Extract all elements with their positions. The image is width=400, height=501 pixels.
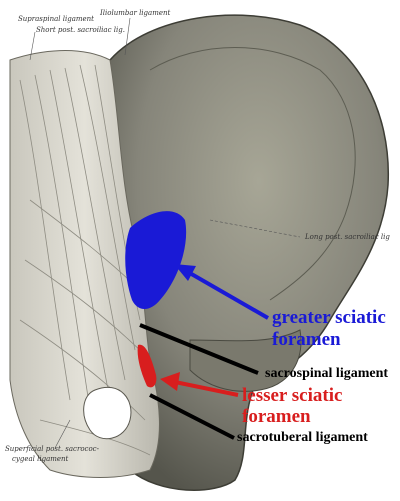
label-superficial-post-sacrococcygeal-2: cygeal ligament [12, 455, 69, 463]
label-sacrotuberal-ligament: sacrotuberal ligament [237, 430, 368, 445]
ilium-contour [149, 47, 356, 301]
greater-sciatic-foramen-region [125, 211, 187, 309]
label-greater-sciatic-foramen-1: greater sciatic [272, 307, 386, 328]
label-lesser-sciatic-foramen-1: lesser sciatic [242, 385, 343, 406]
label-iliolumbar-ligament: Iliolumbar ligament [100, 9, 171, 17]
small-label-leaders [29, 17, 301, 449]
label-lesser-sciatic-foramen-2: foramen [242, 406, 311, 427]
ligament-leader-lines [139, 323, 259, 440]
label-superficial-post-sacrococcygeal-1: Superficial post. sacrococ- [5, 445, 99, 453]
label-short-post-sacroiliac: Short post. sacroiliac lig. [36, 26, 125, 34]
ischium-bone [189, 329, 302, 392]
ligament-fibres [19, 64, 151, 456]
label-greater-sciatic-foramen-2: foramen [272, 329, 341, 350]
label-supraspinal-ligament: Supraspinal ligament [18, 15, 94, 23]
label-sacrospinal-ligament: sacrospinal ligament [265, 366, 389, 381]
coccyx [83, 386, 132, 440]
greater-sciatic-arrow [174, 264, 269, 320]
label-long-post-sacroiliac: Long post. sacroiliac lig [305, 233, 390, 241]
lesser-sciatic-foramen-region [137, 344, 157, 388]
lesser-sciatic-arrow [160, 372, 239, 397]
